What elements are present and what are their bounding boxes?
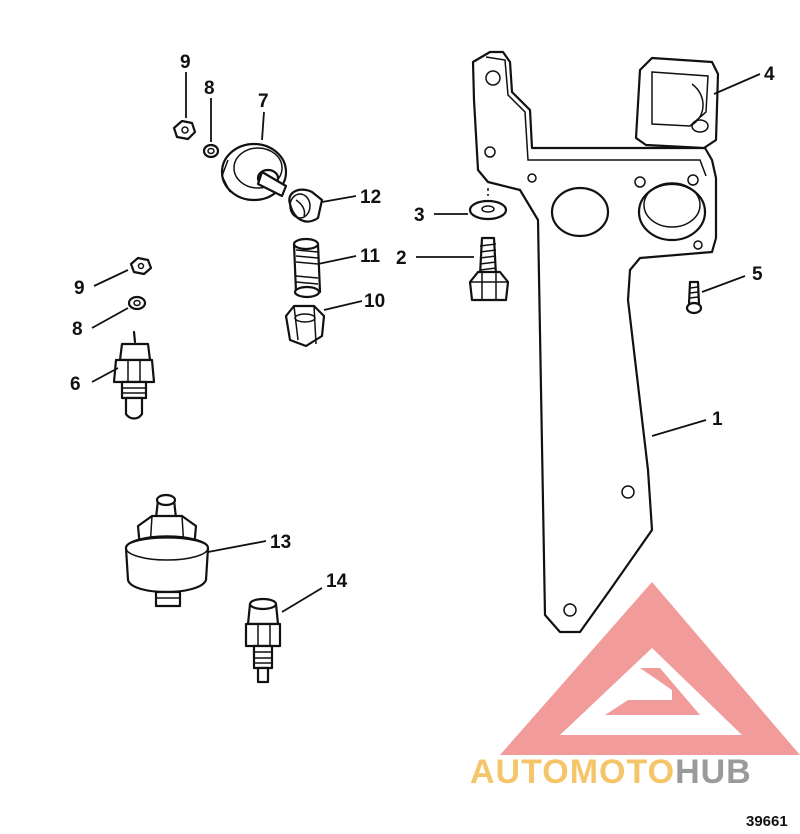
watermark-logo xyxy=(500,582,800,755)
part-8-washer-lower xyxy=(127,295,147,311)
leader-lines xyxy=(91,72,761,613)
part-12-elbow xyxy=(288,188,324,223)
part-9-nut-lower xyxy=(129,256,153,276)
leader-8b xyxy=(91,307,129,329)
watermark-text: AUTOMOTOHUB xyxy=(470,753,752,791)
leader-6 xyxy=(91,367,119,383)
part-7-sender xyxy=(220,142,288,202)
leader-4 xyxy=(713,73,761,95)
callout-5: 5 xyxy=(752,264,763,285)
part-8-washer-upper xyxy=(202,143,220,159)
leader-14 xyxy=(281,587,323,613)
callout-1: 1 xyxy=(712,409,723,430)
callout-10: 10 xyxy=(364,291,385,312)
callout-13: 13 xyxy=(270,532,291,553)
part-5-screw xyxy=(685,280,703,315)
callout-4: 4 xyxy=(764,64,775,85)
callout-2: 2 xyxy=(396,248,407,269)
watermark-brand-part1: AUTOMOTO xyxy=(470,753,675,791)
part-10-fitting xyxy=(284,304,326,348)
watermark-triangle xyxy=(500,582,800,755)
leader-12 xyxy=(321,195,357,203)
leader-1 xyxy=(651,419,707,437)
watermark-inner-mark xyxy=(605,668,700,715)
callout-11: 11 xyxy=(360,246,381,267)
part-4-clip xyxy=(634,56,720,150)
callout-12: 12 xyxy=(360,187,381,208)
figure-number: 39661 xyxy=(746,813,788,830)
leader-9b xyxy=(93,269,129,287)
leader-5 xyxy=(701,275,746,293)
callout-9a: 9 xyxy=(180,52,191,73)
part-13-sensor xyxy=(124,493,210,608)
callout-labels: 1 2 3 4 5 6 7 8 8 9 9 10 11 12 13 14 xyxy=(70,52,775,592)
callout-8a: 8 xyxy=(204,78,215,99)
callout-14: 14 xyxy=(326,571,348,592)
svg-text:AUTOMOTOHUB: AUTOMOTOHUB xyxy=(470,753,752,791)
leader-7 xyxy=(261,111,265,141)
leader-13 xyxy=(207,540,267,553)
callout-3: 3 xyxy=(414,205,425,226)
leader-11 xyxy=(317,255,357,265)
leader-10 xyxy=(323,300,363,311)
part-9-nut-upper xyxy=(172,119,197,141)
part-2-bolt xyxy=(468,236,510,302)
callout-8b: 8 xyxy=(72,319,83,340)
part-1-bracket xyxy=(471,50,718,634)
part-3-washer xyxy=(468,188,508,221)
part-14-switch xyxy=(244,597,282,684)
watermark-brand-part2: HUB xyxy=(675,753,752,791)
callout-9b: 9 xyxy=(74,278,85,299)
callout-7: 7 xyxy=(258,91,269,112)
part-6-temp-sender xyxy=(112,330,156,420)
part-11-nipple xyxy=(292,237,322,299)
callout-6: 6 xyxy=(70,374,81,395)
